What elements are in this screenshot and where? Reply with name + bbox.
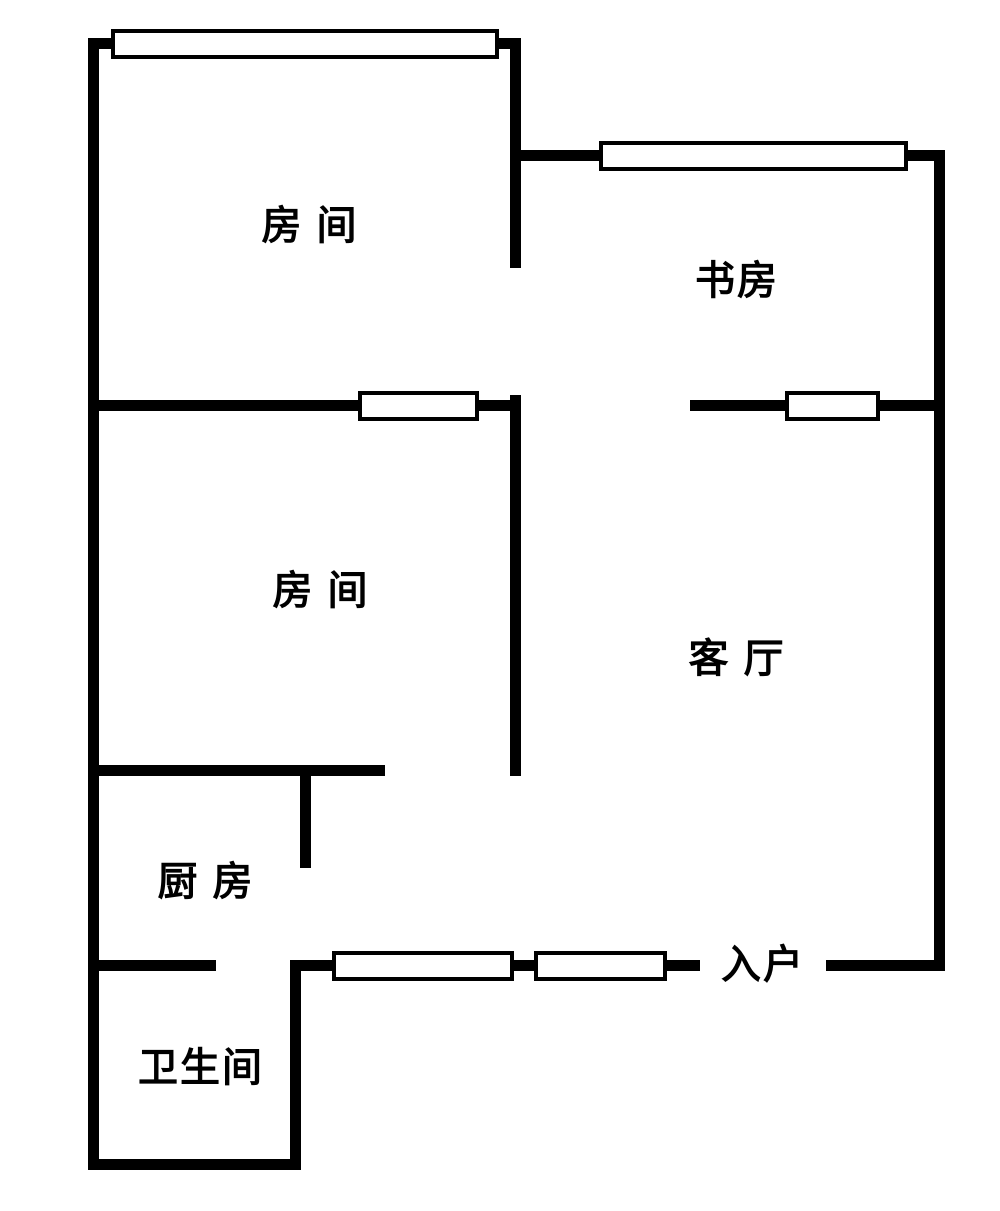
window-corridor-2 xyxy=(534,951,667,981)
room-label-entrance: 入户 xyxy=(721,943,805,987)
window-bedroom-middle xyxy=(358,391,479,421)
room-label-bedroom-middle: 房 间 xyxy=(272,569,370,613)
wall-bedroom2-bottom xyxy=(88,765,385,776)
room-label-living-room: 客 厅 xyxy=(688,637,786,681)
wall-corridor-bottom-right xyxy=(826,960,945,971)
room-label-bathroom: 卫生间 xyxy=(138,1046,264,1090)
room-label-study: 书房 xyxy=(695,259,779,303)
wall-left-outer xyxy=(88,38,99,1170)
wall-bathroom-right xyxy=(290,960,301,1170)
room-label-kitchen: 厨 房 xyxy=(157,860,255,904)
window-living-room xyxy=(785,391,880,421)
wall-kitchen-bottom xyxy=(88,960,216,971)
wall-kitchen-right xyxy=(300,765,311,868)
wall-mid-horizontal-left xyxy=(88,400,521,411)
room-label-bedroom-top: 房 间 xyxy=(261,204,359,248)
window-bedroom-top xyxy=(111,29,499,59)
window-study xyxy=(599,141,908,171)
wall-mid-vertical-lower xyxy=(510,395,521,776)
window-corridor-1 xyxy=(332,951,514,981)
wall-right-outer xyxy=(934,150,945,971)
wall-bathroom-bottom xyxy=(88,1159,301,1170)
windows xyxy=(111,29,908,981)
walls xyxy=(88,38,945,1170)
